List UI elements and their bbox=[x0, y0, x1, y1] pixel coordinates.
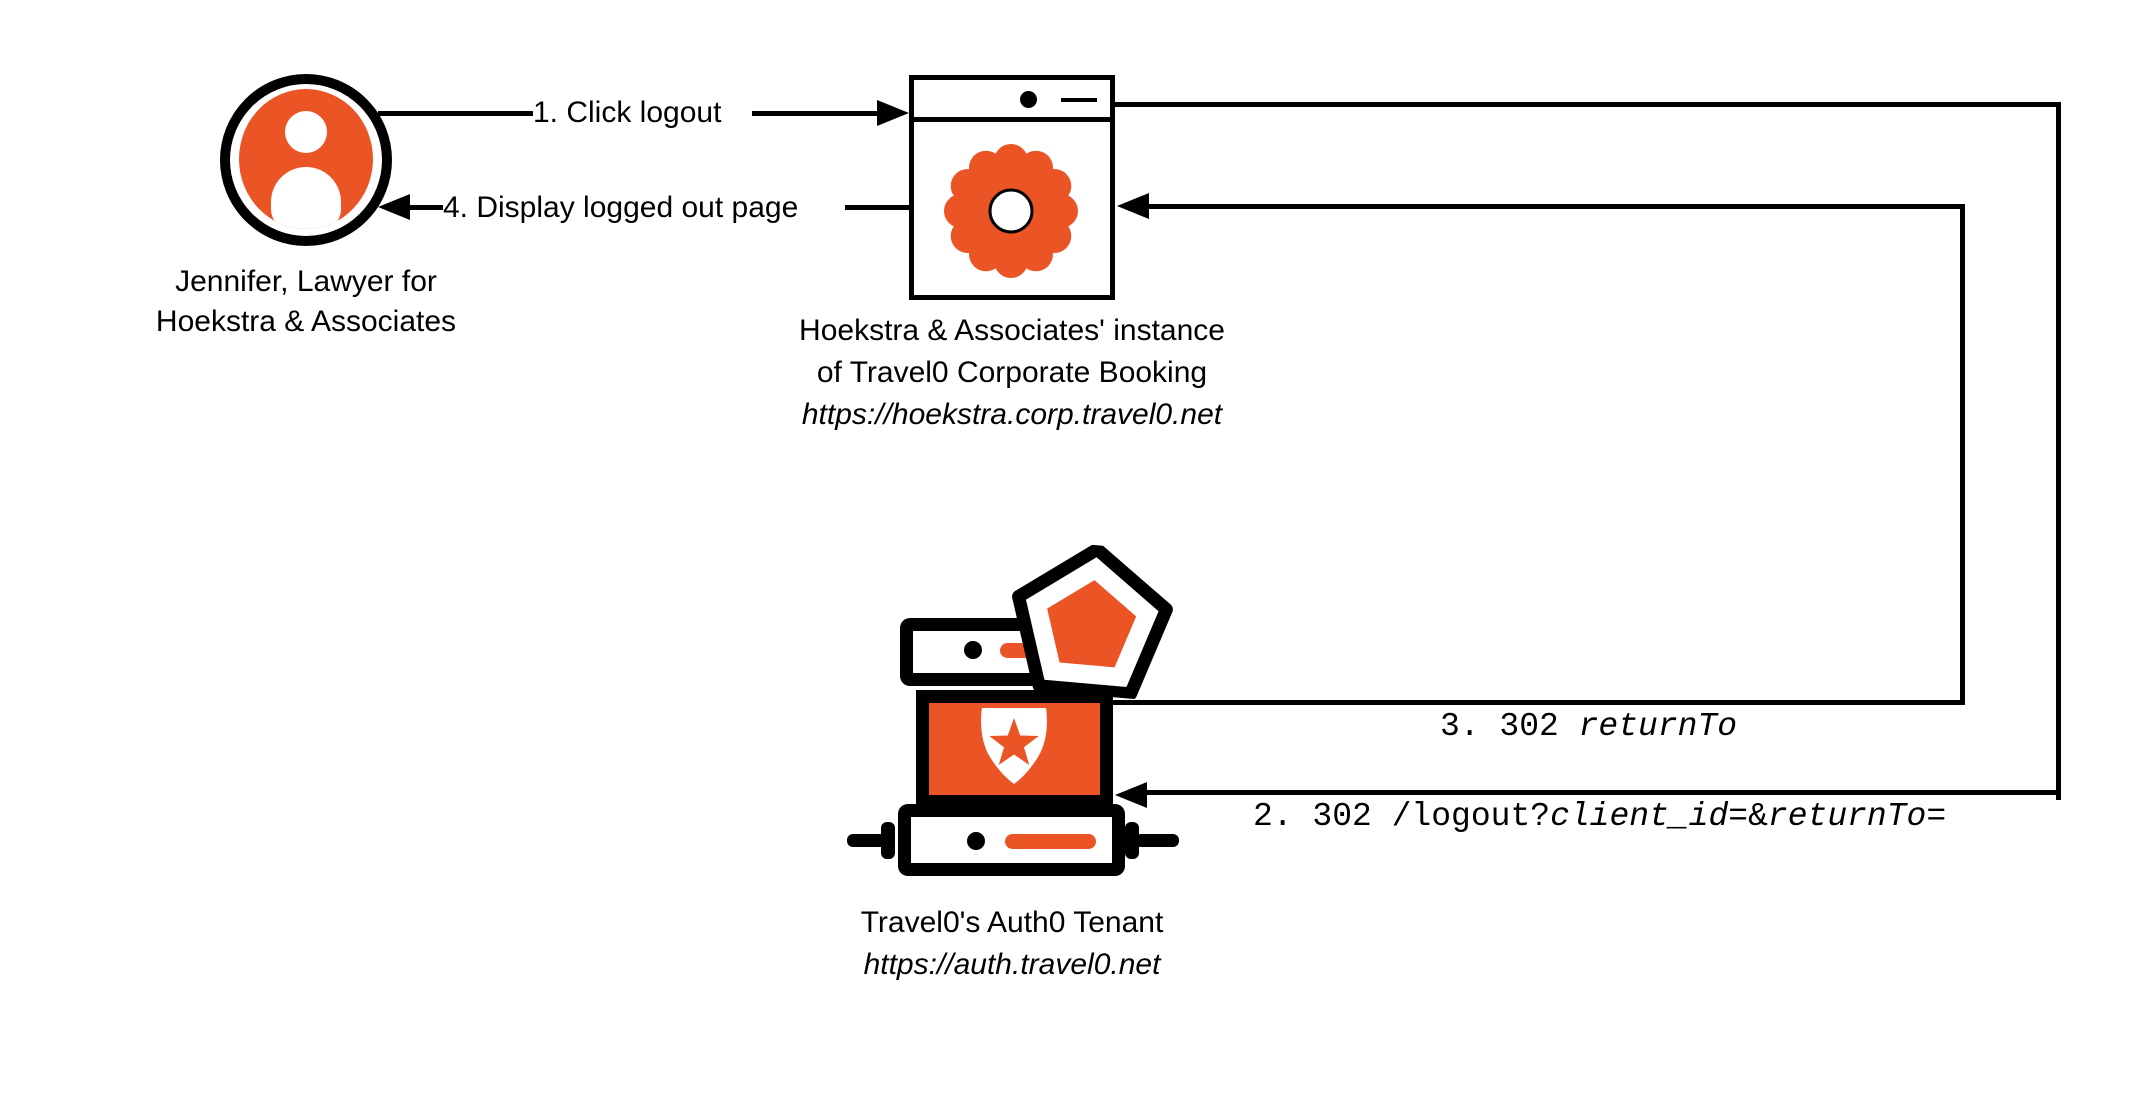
arrow2-line-vertical bbox=[2056, 102, 2061, 800]
server-left-connector-icon bbox=[847, 834, 887, 847]
arrow3-line-bottom bbox=[1113, 700, 1965, 705]
arrow4-arrowhead-icon bbox=[378, 194, 410, 220]
user-caption-line2: Hoekstra & Associates bbox=[155, 305, 457, 338]
app-caption: Hoekstra & Associates' instance of Trave… bbox=[712, 310, 1312, 436]
arrow2-label-suffix: = bbox=[1926, 798, 1947, 835]
user-icon bbox=[220, 74, 392, 246]
arrow2-label-param2: returnTo bbox=[1767, 798, 1927, 835]
arrow1-line-right bbox=[752, 111, 879, 116]
app-url: https://hoekstra.corp.travel0.net bbox=[801, 398, 1223, 431]
arrow2-label-prefix: 2. 302 /logout? bbox=[1253, 798, 1551, 835]
gear-icon bbox=[944, 144, 1078, 278]
arrow1-label: 1. Click logout bbox=[533, 96, 722, 129]
user-body-icon bbox=[271, 167, 341, 229]
server-bottom-led-icon bbox=[967, 832, 985, 850]
server-right-connector-icon bbox=[1135, 834, 1179, 847]
auth0-caption-line1: Travel0's Auth0 Tenant bbox=[860, 906, 1164, 939]
auth0-url: https://auth.travel0.net bbox=[863, 948, 1161, 981]
arrow4-line-right bbox=[845, 205, 909, 210]
arrow2-label-mid: =& bbox=[1728, 798, 1768, 835]
browser-titlebar bbox=[914, 80, 1110, 122]
arrow2-line-bottom bbox=[1147, 790, 2061, 795]
arrow3-line-vertical bbox=[1960, 204, 1965, 705]
arrow2-arrowhead-icon bbox=[1115, 782, 1147, 808]
arrow3-label-param: returnTo bbox=[1578, 708, 1738, 745]
arrow1-line-left bbox=[378, 111, 533, 116]
arrow2-label-param1: client_id bbox=[1550, 798, 1729, 835]
server-left-pin-icon bbox=[881, 822, 895, 859]
user-caption: Jennifer, Lawyer for Hoekstra & Associat… bbox=[56, 262, 556, 342]
browser-dot-icon bbox=[1020, 91, 1037, 108]
arrow4-line-left bbox=[410, 205, 443, 210]
user-icon-fill bbox=[239, 89, 373, 229]
browser-minimize-icon bbox=[1061, 98, 1097, 102]
arrow3-label: 3. 302 returnTo bbox=[1440, 708, 1737, 746]
arrow4-label: 4. Display logged out page bbox=[443, 191, 799, 224]
pentagon-badge-icon bbox=[1012, 542, 1173, 701]
arrow3-label-prefix: 3. 302 bbox=[1440, 708, 1579, 745]
server-bottom-slot-icon bbox=[1005, 834, 1096, 849]
app-caption-line1: Hoekstra & Associates' instance bbox=[799, 314, 1225, 347]
user-head-icon bbox=[285, 111, 327, 153]
server-right-pin-icon bbox=[1125, 822, 1139, 859]
auth0-caption: Travel0's Auth0 Tenant https://auth.trav… bbox=[712, 902, 1312, 986]
arrow1-arrowhead-icon bbox=[877, 100, 909, 126]
arrow3-line-top bbox=[1149, 204, 1960, 209]
arrow2-line-top bbox=[1115, 102, 2061, 107]
server-top-led-icon bbox=[964, 641, 982, 659]
arrow2-label: 2. 302 /logout?client_id=&returnTo= bbox=[1253, 798, 1946, 836]
arrow3-arrowhead-icon bbox=[1117, 193, 1149, 219]
user-caption-line1: Jennifer, Lawyer for bbox=[175, 265, 437, 298]
auth0-shield-icon bbox=[981, 708, 1047, 784]
app-caption-line2: of Travel0 Corporate Booking bbox=[816, 356, 1208, 389]
